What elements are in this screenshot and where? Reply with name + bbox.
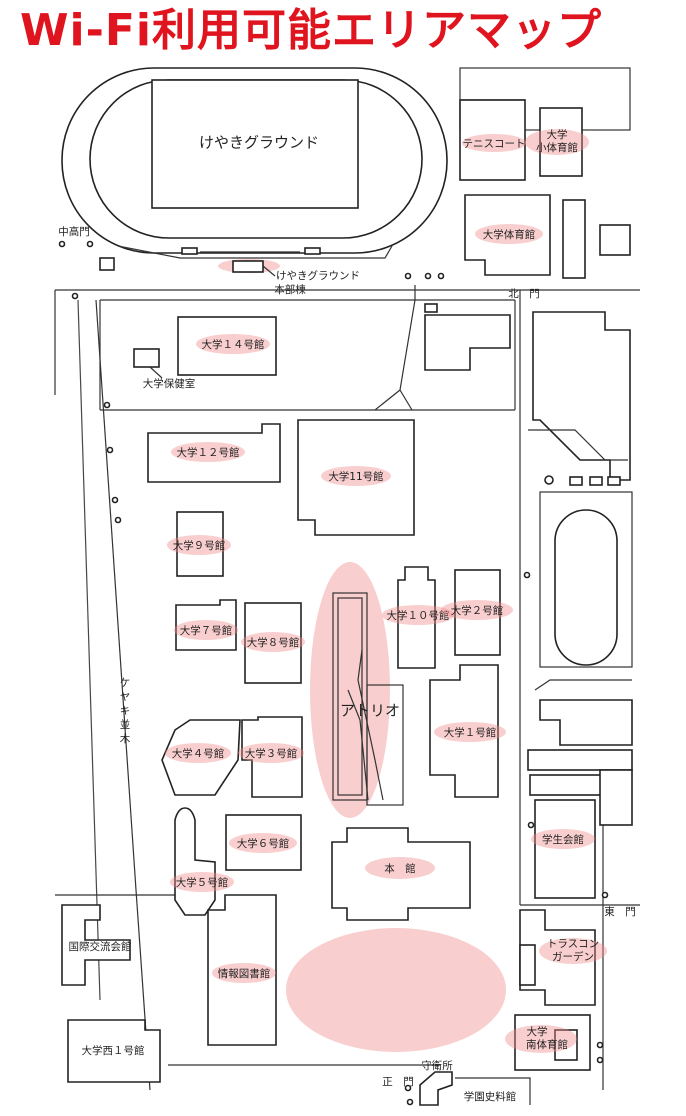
- international-house: [61, 904, 131, 986]
- building-2-label: 大学２号館: [451, 604, 504, 617]
- building-10: [397, 566, 436, 669]
- wifi-area-b2: [441, 600, 513, 620]
- wifi-area-b9: [167, 535, 231, 555]
- wifi-area-b6: [229, 833, 297, 853]
- svg-text:ヤ: ヤ: [120, 691, 131, 703]
- wifi-area-small-gym: [525, 129, 589, 155]
- map-title: Wi-Fi利用可能エリアマップ: [20, 5, 603, 56]
- building-12-label: 大学１２号館: [177, 446, 240, 459]
- gym-label: 大学体育館: [483, 228, 536, 241]
- wifi-area-honkan: [365, 857, 435, 879]
- east-track: [554, 509, 618, 666]
- wifi-area-south-gym: [505, 1025, 577, 1053]
- wifi-area-b1: [434, 722, 506, 742]
- guard-house-label: 守衛所: [421, 1059, 453, 1072]
- main-hall-label: 本 館: [384, 862, 416, 875]
- main-hall: [331, 827, 471, 921]
- small-gym-label-2: 小体育館: [536, 141, 578, 154]
- health-room: [133, 348, 160, 368]
- building-1: [429, 664, 499, 798]
- building-14: [177, 316, 277, 376]
- building-4-label: 大学４号館: [172, 747, 225, 760]
- building-12: [147, 423, 281, 483]
- street-markers: [71, 272, 609, 1106]
- west-1-building: [67, 1019, 161, 1083]
- library: [207, 894, 277, 1046]
- building-9-label: 大学９号館: [173, 539, 226, 552]
- history-museum-label: 学園史料館: [464, 1090, 517, 1103]
- gate-middle-high-label: 中高門: [58, 225, 90, 238]
- wifi-area-toraskon: [539, 938, 607, 964]
- building-6: [225, 814, 302, 871]
- wifi-area-b4: [165, 743, 231, 763]
- south-gym-label-2: 南体育館: [526, 1038, 568, 1051]
- gate-middle-high-marker: [58, 240, 66, 248]
- keyaki-ground-label: けやきグラウンド: [199, 134, 319, 152]
- building-11-label: 大学11号館: [328, 470, 383, 483]
- wifi-area-b5: [170, 872, 234, 892]
- building-1-label: 大学１号館: [444, 726, 497, 739]
- building-3: [241, 716, 303, 798]
- north-east-complex: [532, 311, 631, 481]
- student-hall-label: 学生会館: [542, 833, 584, 846]
- south-gym-label-1: 大学: [527, 1025, 548, 1038]
- building-8-label: 大学８号館: [247, 636, 300, 649]
- health-room-label: 大学保健室: [143, 377, 196, 390]
- wifi-area-student-hall: [531, 829, 595, 849]
- wifi-area-b11: [321, 466, 391, 486]
- wifi-area-b14: [196, 334, 270, 354]
- wifi-area-b10: [382, 605, 454, 625]
- gate-north-label: 北 門: [508, 288, 540, 300]
- building-10-label: 大学１０号館: [387, 609, 450, 622]
- svg-text:ケ: ケ: [120, 677, 131, 689]
- keyaki-namiki-label: ケ ヤ キ 並 木: [120, 677, 131, 745]
- building-11: [297, 419, 415, 536]
- building-8: [244, 602, 302, 684]
- building-3-label: 大学３号館: [245, 747, 298, 760]
- tennis-court-label: テニスコート: [463, 138, 526, 150]
- building-7: [175, 599, 237, 651]
- honbu-building: [232, 260, 264, 273]
- building-14-label: 大学１４号館: [202, 338, 265, 351]
- wifi-area-atelier: [310, 562, 390, 818]
- honbu-label-1: けやきグラウンド: [276, 269, 360, 282]
- international-house-label: 国際交流会館: [69, 940, 132, 953]
- roads: [54, 285, 640, 1091]
- keyaki-ground-track: [61, 67, 448, 259]
- svg-text:木: 木: [120, 733, 131, 745]
- atelier-label: アトリオ: [340, 702, 400, 720]
- svg-text:キ: キ: [120, 705, 131, 717]
- tennis-court: [459, 99, 526, 181]
- gate-east-label: 東 門: [604, 905, 636, 918]
- building-6-label: 大学６号館: [237, 837, 290, 850]
- toraskon-garden: [519, 909, 596, 1006]
- library-label: 情報図書館: [218, 967, 271, 980]
- wifi-area-tennis: [462, 134, 526, 152]
- student-hall: [534, 799, 596, 899]
- wifi-area-b8: [241, 632, 305, 652]
- wifi-area-b3: [238, 743, 304, 763]
- building-5: [174, 807, 216, 916]
- gate-main-label: 正 門: [382, 1076, 414, 1088]
- university-gym: [464, 194, 551, 276]
- west-1-label: 大学西１号館: [82, 1044, 145, 1057]
- building-7-label: 大学７号館: [180, 624, 233, 637]
- wifi-area-open-plaza: [286, 928, 506, 1052]
- svg-text:並: 並: [120, 718, 131, 731]
- toraskon-label-2: ガーデン: [552, 950, 594, 963]
- building-5-label: 大学５号館: [176, 876, 229, 889]
- wifi-area-library: [212, 963, 276, 983]
- wifi-area-gym: [475, 224, 543, 244]
- wifi-area-b12: [171, 442, 245, 462]
- small-gym-label-1: 大学: [547, 128, 568, 141]
- small-gym-building: [539, 107, 583, 177]
- building-4: [161, 719, 241, 796]
- atelier-building: [332, 592, 404, 806]
- toraskon-label-1: トラスコン: [547, 938, 599, 950]
- building-9: [176, 511, 224, 577]
- guard-house: [419, 1071, 453, 1106]
- wifi-area-b7: [174, 620, 238, 640]
- building-2: [454, 569, 501, 656]
